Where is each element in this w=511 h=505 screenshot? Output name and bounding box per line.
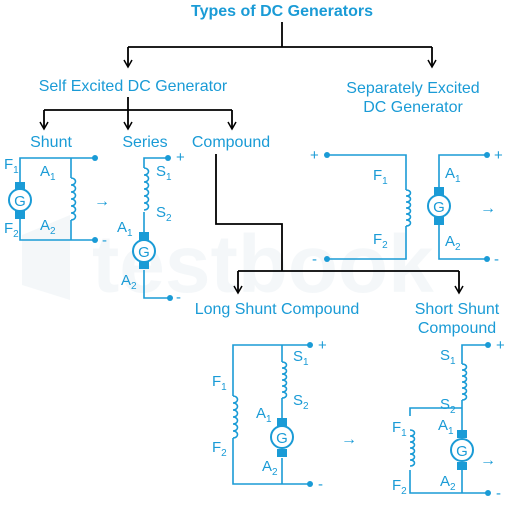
svg-text:S2: S2 (293, 392, 309, 412)
watermark: testbook (22, 215, 434, 310)
svg-text:A2: A2 (262, 458, 278, 478)
svg-text:F1: F1 (392, 419, 407, 439)
short-shunt-field-coil (409, 429, 416, 467)
svg-text:A1: A1 (445, 165, 461, 185)
series-label: Series (122, 134, 167, 151)
svg-text:A2: A2 (445, 233, 461, 253)
svg-text:A2: A2 (40, 217, 56, 237)
shunt-field-coil (70, 177, 77, 221)
svg-text:F2: F2 (373, 231, 388, 251)
compound-label: Compound (192, 134, 270, 151)
separate-field-coil (405, 189, 412, 227)
watermark-text: testbook (92, 219, 434, 310)
page-title: Types of DC Generators (191, 3, 373, 20)
svg-text:F1: F1 (212, 373, 227, 393)
svg-text:G: G (276, 430, 288, 447)
long-shunt-field-coil (232, 395, 239, 439)
series-plus: + (176, 149, 185, 166)
watermark-logo-shape (22, 215, 70, 300)
svg-text:A1: A1 (117, 219, 133, 239)
series-circuit: G + - S1 S2 A1 A2 (117, 149, 185, 306)
svg-text:G: G (433, 199, 445, 216)
self-excited-label: Self Excited DC Generator (39, 78, 228, 95)
shunt-circuit: G - F1 A1 A2 F2 → (4, 155, 110, 249)
svg-text:+: + (496, 337, 505, 354)
long-shunt-circuit: G + - S1 S2 F1 F2 A1 A2 → (212, 337, 357, 493)
svg-text:G: G (138, 244, 150, 261)
svg-text:G: G (14, 193, 26, 210)
shunt-generator-icon (8, 188, 32, 212)
svg-text:-: - (318, 476, 323, 493)
separate-output-arrow: → (480, 200, 496, 217)
svg-text:+: + (318, 337, 327, 354)
svg-text:-: - (496, 485, 501, 502)
long-shunt-output-arrow: → (341, 431, 357, 448)
long-shunt-generator-icon (270, 425, 294, 449)
short-series-field-coil (461, 363, 468, 401)
series-minus: - (176, 289, 181, 306)
series-field-coil (143, 167, 150, 211)
svg-text:S1: S1 (293, 348, 309, 368)
svg-text:F2: F2 (392, 477, 407, 497)
svg-text:S1: S1 (440, 347, 456, 367)
series-generator-icon (132, 239, 156, 263)
svg-text:S1: S1 (156, 163, 172, 183)
short-shunt-label-line1: Short Shunt (415, 301, 500, 318)
long-series-field-coil (281, 361, 288, 399)
svg-text:A1: A1 (438, 417, 454, 437)
svg-text:A1: A1 (40, 163, 56, 183)
svg-text:A2: A2 (440, 473, 456, 493)
svg-text:+: + (310, 147, 319, 164)
svg-text:F2: F2 (4, 220, 19, 240)
svg-text:S2: S2 (156, 204, 172, 224)
separately-excited-label-line2: DC Generator (363, 99, 463, 116)
hierarchy-tree (43, 22, 460, 292)
svg-text:A2: A2 (121, 272, 137, 292)
svg-text:G: G (456, 443, 468, 460)
svg-text:F1: F1 (373, 167, 388, 187)
short-shunt-label-line2: Compound (418, 320, 496, 337)
svg-text:F1: F1 (4, 156, 19, 176)
separately-excited-label-line1: Separately Excited (346, 80, 479, 97)
short-shunt-output-arrow: → (480, 452, 496, 469)
svg-text:A1: A1 (256, 405, 272, 425)
svg-text:S2: S2 (440, 396, 456, 416)
short-shunt-generator-icon (450, 438, 474, 462)
svg-text:F2: F2 (212, 439, 227, 459)
svg-text:+: + (494, 147, 503, 164)
shunt-label: Shunt (30, 134, 72, 151)
tree-arrowheads (39, 59, 464, 295)
svg-text:-: - (312, 251, 317, 268)
short-shunt-circuit: G + - S1 S2 F1 F2 A1 A2 → (392, 337, 505, 502)
svg-text:-: - (494, 251, 499, 268)
separate-generator-icon (427, 194, 451, 218)
separately-excited-circuit: G + - + - F1 F2 A1 A2 → (310, 147, 503, 268)
shunt-minus: - (102, 232, 107, 249)
long-shunt-label: Long Shunt Compound (195, 301, 360, 318)
shunt-output-arrow: → (94, 193, 110, 210)
